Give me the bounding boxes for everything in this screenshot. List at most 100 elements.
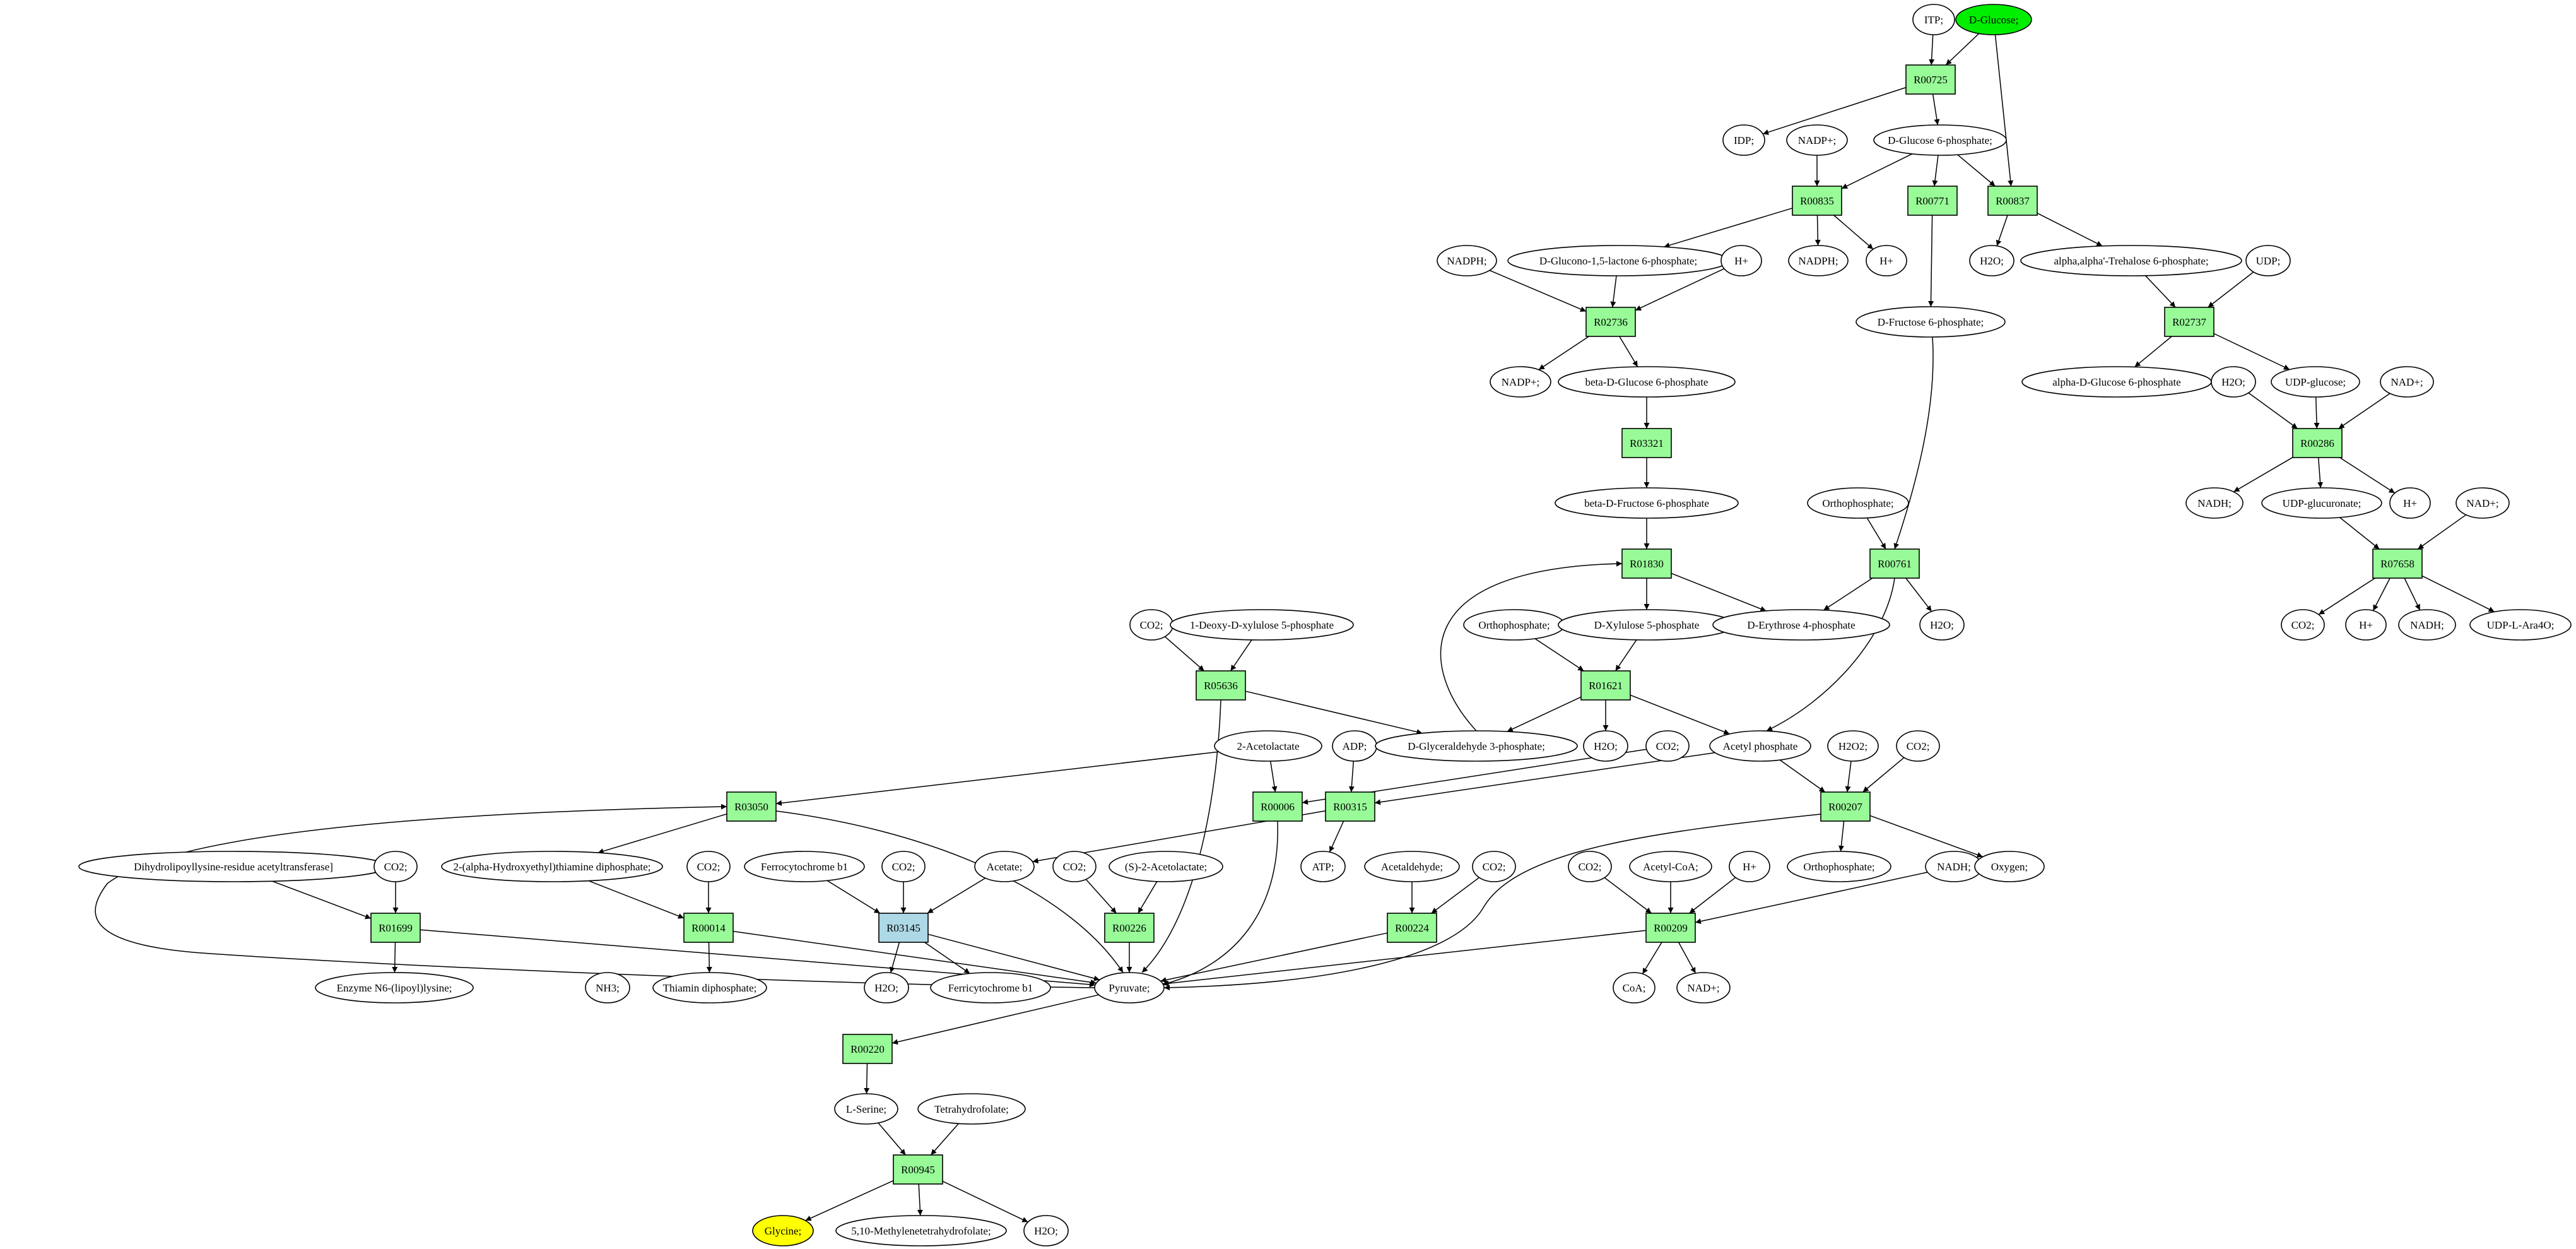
edge-r00725-idp [1762, 86, 1907, 135]
compound-node-itp: ITP; [1912, 4, 1955, 35]
compound-label: NADH; [2197, 497, 2232, 509]
compound-label: Oxygen; [1991, 861, 2028, 873]
compound-node-nadpplus2: NADP+; [1490, 366, 1551, 398]
compound-node-hplus2: H+ [1866, 245, 1907, 276]
edge-hethdp-r00014 [588, 880, 685, 919]
compound-label: NAD+; [2391, 376, 2423, 388]
edge-r03050-pyruvate [775, 810, 1124, 973]
reaction-node-r00220: R00220 [842, 1034, 893, 1064]
edge-r00945-methylenethf [917, 1183, 923, 1216]
compound-node-h2o4: H2O; [1583, 730, 1628, 762]
compound-node-nadph2: NADPH; [1788, 245, 1849, 276]
edge-r07658-nadh2 [2404, 577, 2421, 611]
compound-node-co2j: CO2; [1568, 851, 1612, 882]
compound-label: Ferricytochrome b1 [948, 982, 1033, 994]
compound-ellipse [2261, 487, 2382, 519]
edge-g6p-r00771 [1932, 155, 1939, 187]
edge-nadh3-r00209 [1695, 872, 1928, 925]
compound-node-co2i: CO2; [1472, 851, 1516, 882]
reaction-box [1905, 64, 1956, 95]
compound-label: UDP-glucuronate; [2283, 497, 2361, 509]
edge-udp-r02737 [2208, 271, 2254, 308]
compound-label: CO2; [1907, 740, 1930, 752]
compound-node-acetate: Acetate; [974, 851, 1035, 882]
compound-ellipse [2281, 609, 2325, 641]
compound-ellipse [1568, 851, 1612, 882]
compound-label: NADH; [2410, 619, 2444, 631]
compound-label: H2O; [1594, 740, 1618, 752]
reaction-label: R03321 [1630, 437, 1664, 449]
compound-node-h2o6: H2O; [1023, 1215, 1069, 1246]
compound-node-atp: ATP; [1300, 851, 1346, 882]
compound-ellipse [1788, 245, 1849, 276]
compound-ellipse [1955, 4, 2032, 35]
compound-node-trehalose6p: alpha,alpha'-Trehalose 6-phosphate; [2020, 245, 2242, 276]
compound-node-g6p: D-Glucose 6-phosphate; [1873, 124, 2007, 156]
reaction-node-r01830: R01830 [1621, 548, 1672, 579]
compound-label: 2-(alpha-Hydroxyethyl)thiamine diphospha… [454, 861, 651, 873]
edge-r00761-acetylp [1766, 577, 1895, 731]
compound-ellipse [2345, 609, 2387, 641]
edge-h2o2-r00286 [2248, 392, 2298, 429]
edge-h2o2b-r00207 [1845, 761, 1852, 793]
compound-ellipse [585, 972, 630, 1003]
reaction-label: R00725 [1914, 74, 1948, 86]
reaction-node-r00209: R00209 [1645, 913, 1696, 943]
compound-ellipse [1969, 245, 2014, 276]
edge-ortho2-r01621 [1534, 638, 1584, 672]
compound-label: UDP; [2256, 255, 2281, 267]
compound-ellipse [2398, 609, 2456, 641]
edge-r00725-g6p [1932, 93, 1940, 126]
compound-ellipse [1873, 124, 2007, 156]
reaction-box [1196, 670, 1246, 701]
reaction-node-r02737: R02737 [2164, 307, 2214, 337]
compound-ellipse [1094, 972, 1165, 1003]
reaction-box [370, 913, 421, 943]
compound-node-co2e: CO2; [373, 851, 418, 882]
reaction-label: R00761 [1878, 558, 1912, 570]
compound-label: D-Glucose; [1969, 14, 2018, 26]
compound-node-nh3: NH3; [585, 972, 630, 1003]
node-layer: ITP;D-Glucose;IDP;NADP+;D-Glucose 6-phos… [78, 4, 2572, 1246]
reaction-node-r00837: R00837 [1987, 186, 2038, 216]
edge-glucono-r02736 [1610, 275, 1617, 308]
edge-ortho1-r00761 [1866, 518, 1886, 550]
compound-node-co2f: CO2; [686, 851, 731, 882]
compound-ellipse [1558, 366, 1736, 398]
compound-label: Ferrocytochrome b1 [761, 861, 848, 873]
edge-r03145-ferricyt [924, 942, 970, 974]
reaction-label: R00315 [1333, 801, 1367, 813]
edge-thf-r00945 [930, 1123, 959, 1156]
compound-node-adp: ADP; [1332, 730, 1377, 762]
edge-pyruvate-r00220 [891, 994, 1099, 1045]
compound-label: Orthophosphate; [1822, 497, 1893, 509]
compound-label: NADPH; [1798, 255, 1838, 267]
compound-node-h2o1: H2O; [1969, 245, 2014, 276]
edge-r00286-udpglucuronate [2317, 457, 2324, 488]
compound-label: CO2; [1656, 740, 1679, 752]
reaction-node-r00725: R00725 [1905, 64, 1956, 95]
edge-r05636-pyruvate [1141, 699, 1221, 973]
edge-r03145-pyruvate [927, 933, 1100, 981]
compound-label: D-Xylulose 5-phosphate [1594, 619, 1700, 631]
compound-label: D-Fructose 6-phosphate; [1878, 316, 1984, 328]
compound-label: NADP+; [1502, 376, 1540, 388]
compound-node-enzyme: Enzyme N6-(lipoyl)lysine; [315, 972, 474, 1003]
edge-hplus1-r02736 [1635, 268, 1725, 311]
compound-ellipse [752, 1215, 814, 1246]
compound-node-nadplus2: NAD+; [2455, 487, 2510, 519]
compound-ellipse [1300, 851, 1346, 882]
reaction-box [726, 791, 777, 822]
compound-label: H+ [1743, 861, 1756, 873]
compound-label: Orthophosphate; [1478, 619, 1550, 631]
compound-label: L-Serine; [846, 1103, 886, 1115]
compound-node-nadpplus1: NADP+; [1786, 124, 1848, 156]
reaction-node-r03145: R03145 [878, 913, 929, 943]
compound-ellipse [2185, 487, 2244, 519]
compound-node-h2o2b: H2O2; [1827, 730, 1879, 762]
compound-node-dglucose: D-Glucose; [1955, 4, 2032, 35]
compound-ellipse [1052, 851, 1097, 882]
reaction-box [1792, 186, 1842, 216]
reaction-box [1585, 307, 1636, 337]
edge-acetylp-r00207 [1779, 759, 1826, 793]
